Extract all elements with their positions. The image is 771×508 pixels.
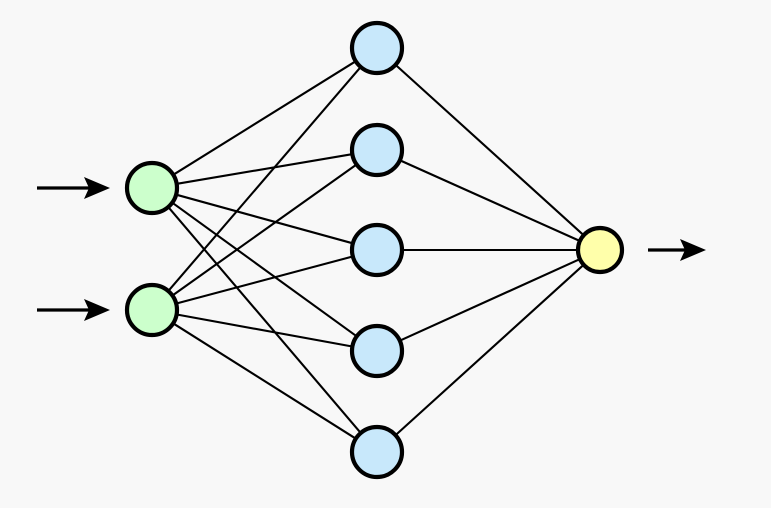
- edge-h4-o1: [398, 257, 582, 343]
- edge-h1-o1: [393, 63, 586, 237]
- edge-h5-o1: [393, 263, 586, 437]
- edge-i2-h1: [166, 65, 363, 293]
- edge-i1-h2: [175, 152, 354, 186]
- input-arrow-in1: [37, 177, 110, 199]
- edge-i2-h5: [171, 321, 358, 441]
- node-hidden-h4[interactable]: [349, 323, 405, 379]
- output-arrow-out1: [648, 239, 706, 261]
- edge-i2-h3: [174, 255, 355, 305]
- node-output-o1[interactable]: [575, 225, 625, 275]
- node-hidden-h3[interactable]: [349, 222, 405, 278]
- node-hidden-h5[interactable]: [349, 424, 405, 480]
- nodes-group: [124, 20, 625, 480]
- node-input-i2[interactable]: [124, 282, 180, 338]
- node-hidden-h1[interactable]: [349, 20, 405, 76]
- edge-i1-h1: [171, 59, 358, 177]
- arrow-head: [84, 177, 110, 199]
- arrow-head: [84, 299, 110, 321]
- edge-h2-o1: [398, 158, 582, 243]
- edges-group: [166, 59, 586, 441]
- arrow-head: [680, 239, 706, 261]
- edge-i2-h2: [170, 162, 359, 298]
- edge-i1-h4: [170, 201, 359, 338]
- node-input-i1[interactable]: [124, 160, 180, 216]
- node-hidden-h2[interactable]: [349, 122, 405, 178]
- edge-i2-h4: [175, 313, 354, 348]
- edge-i1-h3: [174, 193, 355, 245]
- io-arrows-group: [37, 177, 706, 321]
- edge-i1-h5: [166, 205, 363, 435]
- input-arrow-in2: [37, 299, 110, 321]
